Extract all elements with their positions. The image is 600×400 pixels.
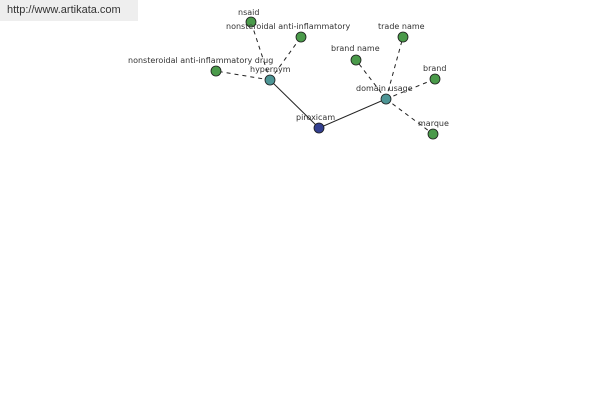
leaf-label-nai: nonsteroidal anti-inflammatory <box>226 22 351 31</box>
leaf-node-marque[interactable] <box>427 128 439 140</box>
site-url[interactable]: http://www.artikata.com <box>7 4 121 16</box>
leaf-node-brand-name[interactable] <box>350 54 362 66</box>
hub-label-hypernym: hypernym <box>250 65 291 74</box>
url-banner: http://www.artikata.com <box>0 0 138 21</box>
hub-node-domain-usage[interactable] <box>380 93 392 105</box>
root-node[interactable] <box>313 122 325 134</box>
edge-domain-usage-brand <box>385 78 436 100</box>
edge-root-hypernym <box>269 79 320 129</box>
edge-root-domain-usage <box>318 98 387 129</box>
edge-domain-usage-marque <box>385 98 434 135</box>
hub-label-domain-usage: domain usage <box>356 84 413 93</box>
leaf-label-nsaid: nsaid <box>238 8 259 17</box>
leaf-node-naid[interactable] <box>210 65 222 77</box>
edge-hypernym-naid <box>215 70 271 81</box>
edge-domain-usage-brand-name <box>355 59 387 100</box>
edge-hypernym-nsaid <box>250 21 271 81</box>
hub-node-hypernym[interactable] <box>264 74 276 86</box>
leaf-node-trade-name[interactable] <box>397 31 409 43</box>
root-label: piroxicam <box>296 113 335 122</box>
leaf-label-trade-name: trade name <box>378 22 425 31</box>
edge-hypernym-nai <box>269 36 302 81</box>
leaf-label-marque: marque <box>418 119 449 128</box>
leaf-label-brand: brand <box>423 64 446 73</box>
leaf-node-nsaid[interactable] <box>245 16 257 28</box>
leaf-label-naid: nonsteroidal anti-inflammatory drug <box>128 56 273 65</box>
edge-domain-usage-trade-name <box>385 36 404 100</box>
leaf-node-nai[interactable] <box>295 31 307 43</box>
leaf-node-brand[interactable] <box>429 73 441 85</box>
leaf-label-brand-name: brand name <box>331 44 380 53</box>
